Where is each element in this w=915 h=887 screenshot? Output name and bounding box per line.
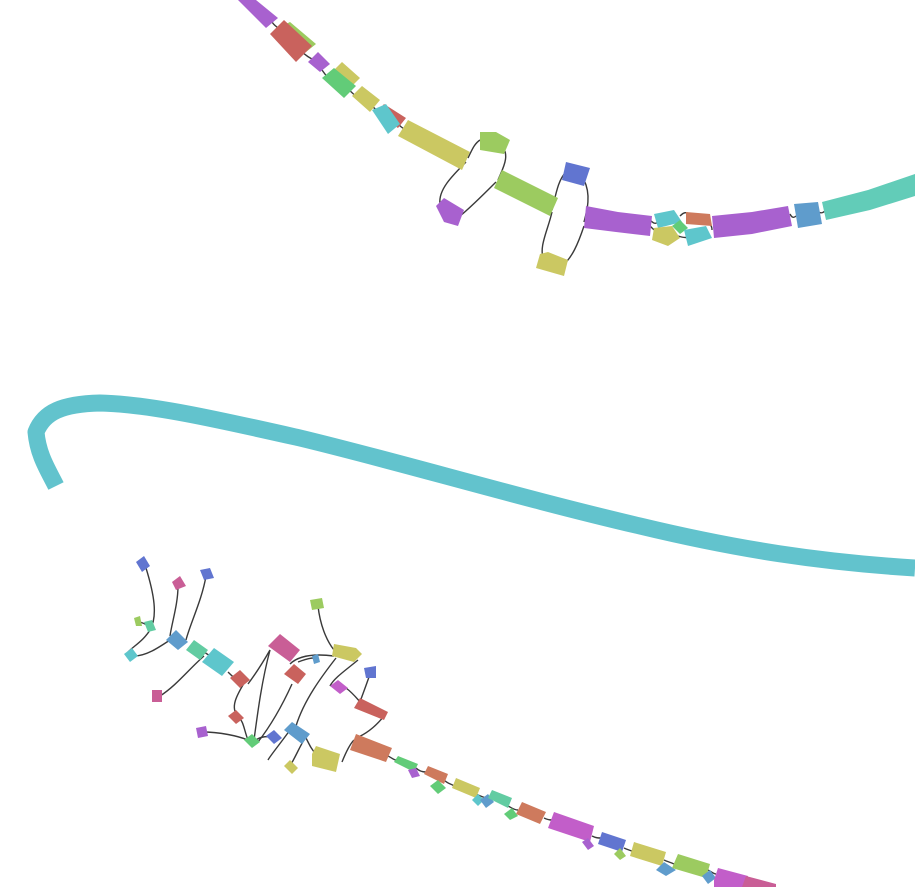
graph-node-long-contig[interactable] [27,394,915,577]
graph-edge [467,139,481,159]
graph-node[interactable] [562,162,590,186]
graph-node[interactable] [152,690,162,702]
graph-edge [185,575,207,641]
graph-node[interactable] [452,778,480,798]
graph-node[interactable] [480,132,510,154]
graph-node[interactable] [822,174,915,220]
graph-node[interactable] [686,212,712,226]
graph-node[interactable] [472,794,484,806]
graph-edge [341,739,355,763]
graph-node[interactable] [284,664,306,684]
graph-node[interactable] [494,170,558,216]
graph-node[interactable] [124,648,138,662]
graph-node[interactable] [614,848,626,860]
graph-node[interactable] [266,730,282,744]
graph-node[interactable] [312,654,320,664]
graph-node[interactable] [436,198,464,226]
graph-edge [359,673,371,703]
graph-node[interactable] [134,616,142,626]
graph-node[interactable] [742,876,776,887]
graph-node[interactable] [330,680,348,694]
graph-node[interactable] [424,766,448,784]
graph-edge [169,585,179,637]
graph-edge [295,657,337,727]
graph-node[interactable] [244,734,260,748]
graph-node[interactable] [372,104,400,134]
graph-node[interactable] [672,220,688,234]
graph-edge [247,649,271,685]
graph-node[interactable] [268,634,300,662]
graph-node[interactable] [310,598,324,610]
graph-node[interactable] [488,790,512,808]
graph-node[interactable] [144,620,156,632]
graph-node[interactable] [548,812,594,842]
graph-node[interactable] [398,120,470,170]
graph-node[interactable] [504,808,518,820]
graph-component-lower [124,556,776,887]
graph-node[interactable] [702,870,716,884]
graph-component-upper [238,0,915,276]
graph-edge [583,179,589,223]
graph-node[interactable] [350,734,392,762]
graph-edge [253,649,271,741]
graph-edge [387,755,397,761]
graph-node[interactable] [584,206,652,236]
graph-node[interactable] [238,0,278,28]
graph-node[interactable] [656,862,676,876]
graph-node[interactable] [166,630,188,650]
graph-node[interactable] [312,746,340,772]
graph-node[interactable] [228,710,244,724]
graph-node[interactable] [270,20,312,62]
graph-node[interactable] [654,210,682,228]
graph-edge [317,605,335,651]
graph-node[interactable] [684,226,712,246]
graph-edge [707,869,717,875]
graph-edge [355,715,385,739]
graph-node[interactable] [430,780,446,794]
graph-edge [297,657,315,663]
graph-node[interactable] [332,644,362,662]
graph-node[interactable] [394,756,418,772]
graph-edge [127,567,155,653]
graph-edge [289,654,335,665]
graph-node[interactable] [322,68,356,98]
graph-node[interactable] [630,842,666,866]
graph-edge [507,805,519,811]
graph-edge [159,655,205,697]
graph-node[interactable] [354,698,388,720]
graph-node[interactable] [202,648,234,676]
graph-edge [329,659,359,687]
graph-component-long-contig [27,394,915,577]
graph-node[interactable] [598,832,626,852]
graph-node[interactable] [712,206,792,238]
graph-node[interactable] [536,252,568,276]
graph-edge [443,779,455,787]
graph-node[interactable] [284,760,298,774]
graph-node[interactable] [652,226,680,246]
graph-node[interactable] [408,768,420,778]
graph-node[interactable] [714,868,748,887]
graph-node[interactable] [230,670,250,688]
graph-edge [789,213,797,218]
graph-node[interactable] [516,802,546,824]
graph-edge [459,181,497,217]
graph-node[interactable] [200,568,214,580]
graph-node[interactable] [186,640,208,660]
graph-node[interactable] [172,576,186,590]
graph-node[interactable] [332,62,360,88]
graph-node[interactable] [284,722,310,744]
graph-node[interactable] [136,556,150,572]
graph-node[interactable] [672,854,710,878]
graph-edge [257,683,293,743]
graph-node[interactable] [196,726,208,738]
graph-edge [663,859,675,865]
graph-node[interactable] [364,666,376,678]
graph-node[interactable] [582,838,594,850]
graph-node[interactable] [352,86,380,112]
graph-edge [543,817,553,821]
graph-node[interactable] [308,52,330,72]
graph-node[interactable] [794,202,822,228]
graph-edge [201,731,249,741]
